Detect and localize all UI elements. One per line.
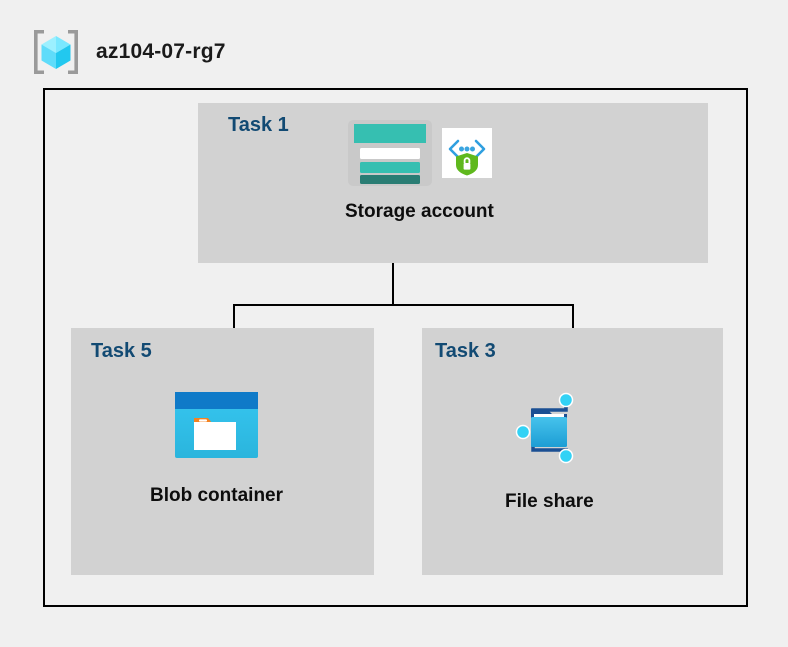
file-share-icon	[509, 392, 589, 469]
caption-blob-container: Blob container	[150, 485, 284, 506]
node-blob-container: Blob container	[150, 392, 283, 507]
task-label-5: Task 5	[91, 340, 152, 362]
resource-group-icon	[30, 26, 82, 78]
connector-storage-stem	[392, 263, 394, 306]
connector-horizontal-bus	[233, 304, 574, 306]
storage-account-icon-row	[346, 118, 493, 193]
caption-storage-account: Storage account	[345, 201, 494, 222]
node-storage-account: Storage account	[345, 118, 494, 223]
storage-account-icon	[346, 118, 434, 193]
panel-task-3: Task 3	[422, 328, 723, 575]
resource-group-boundary	[43, 88, 748, 607]
task-label-3: Task 3	[435, 340, 496, 362]
node-file-share: File share	[505, 392, 594, 513]
caption-file-share: File share	[505, 491, 594, 512]
secure-endpoint-icon	[442, 128, 493, 183]
resource-group-name: az104-07-rg7	[96, 40, 226, 63]
blob-container-icon	[175, 392, 258, 463]
resource-group-header: az104-07-rg7	[30, 26, 226, 78]
task-label-1: Task 1	[228, 114, 289, 136]
